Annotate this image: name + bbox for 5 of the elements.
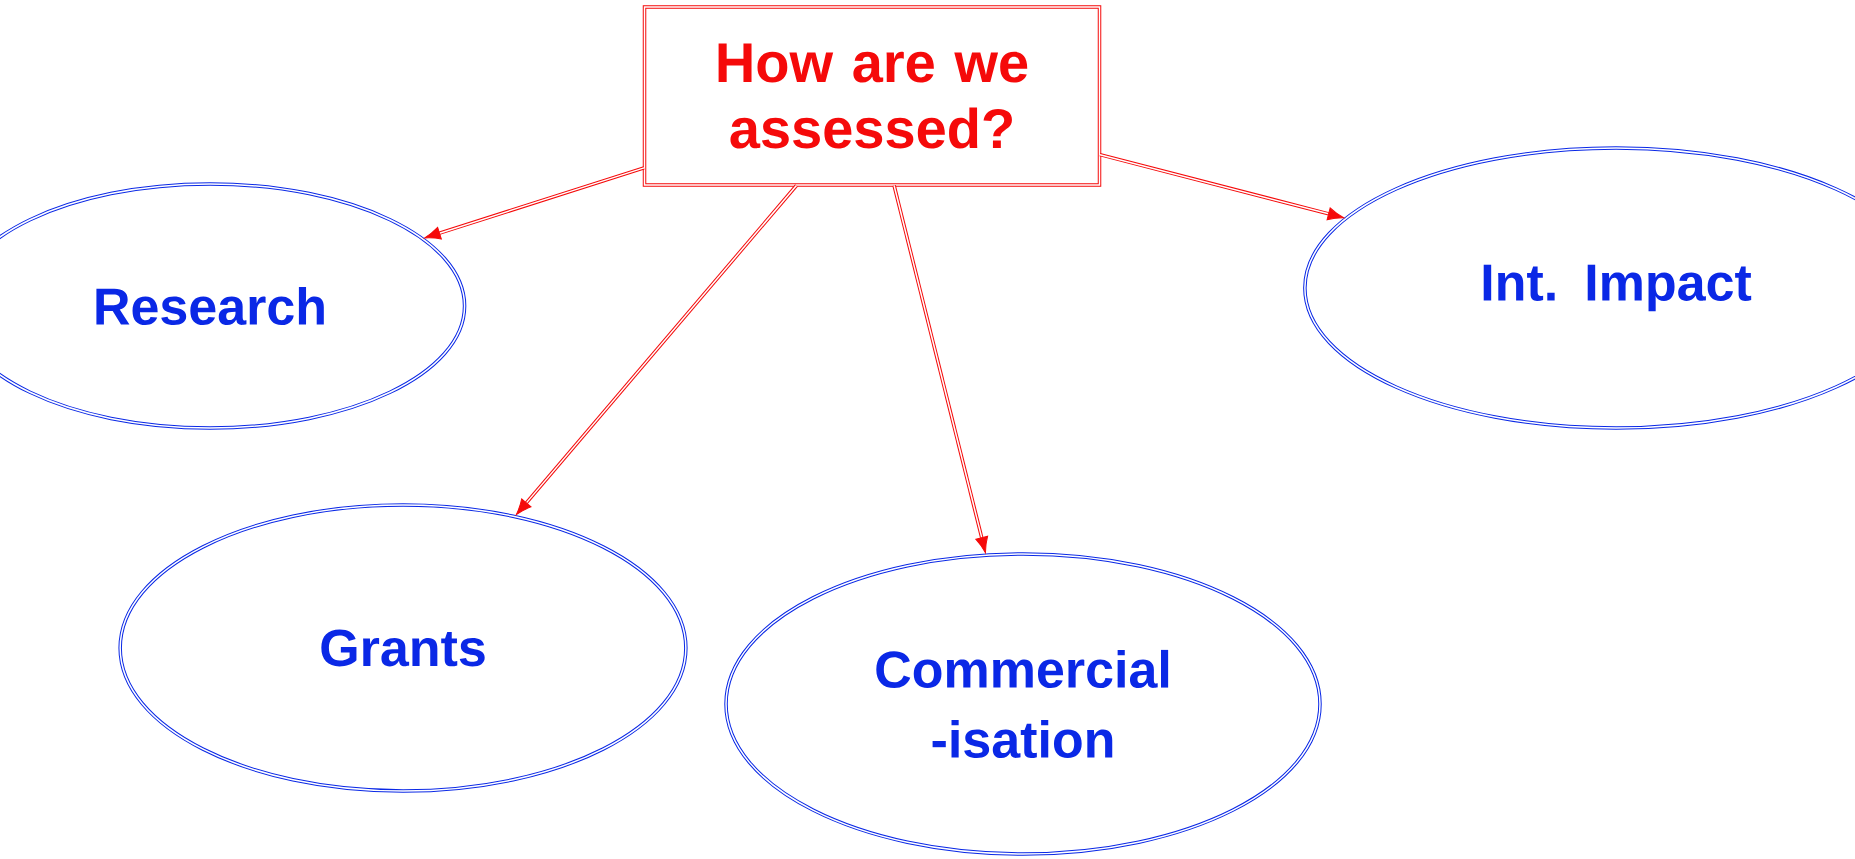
arrow <box>424 166 645 240</box>
question-box: How are we assessed? <box>642 5 1102 187</box>
arrow <box>515 184 798 516</box>
arrow <box>892 184 989 554</box>
arrow <box>1099 152 1345 221</box>
